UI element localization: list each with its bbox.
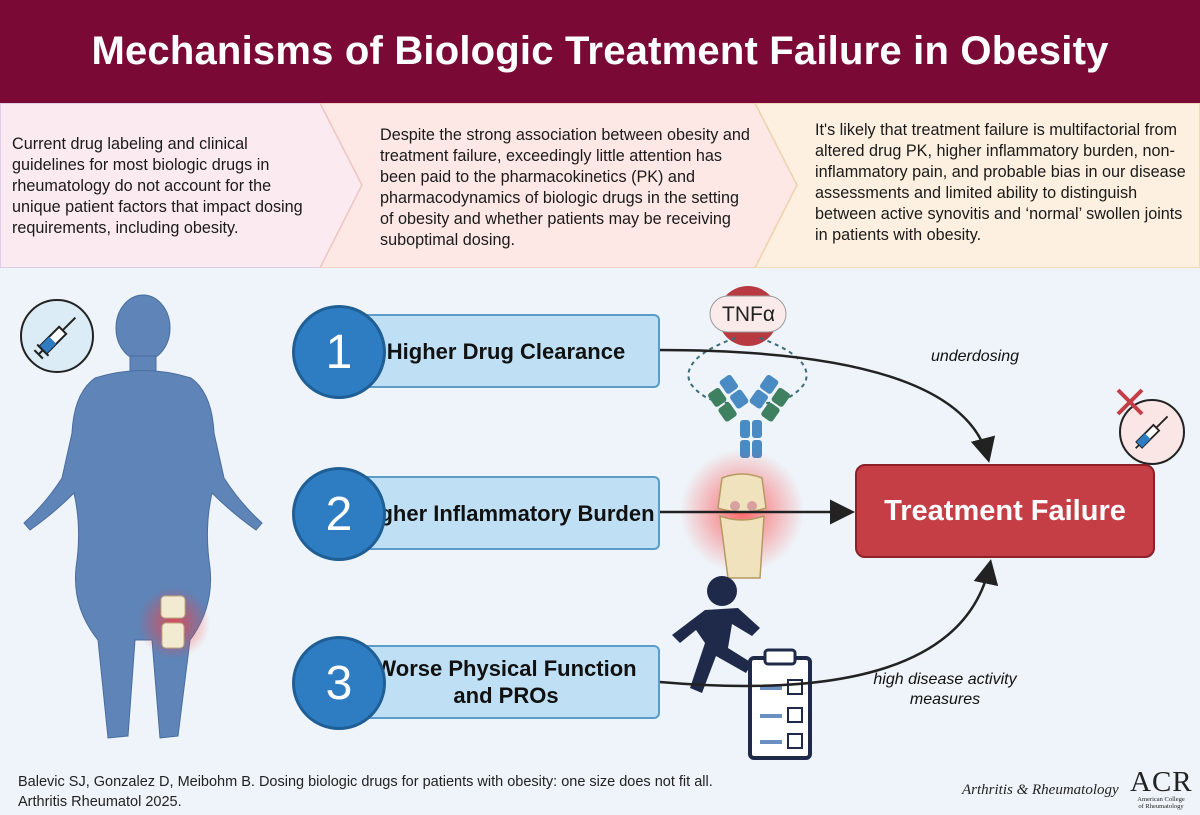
arrow-label-underdosing: underdosing (930, 348, 1020, 365)
step-number-1: 1 (292, 305, 386, 399)
knee-joint-icon (717, 473, 767, 579)
treatment-failure-box: Treatment Failure (855, 464, 1155, 558)
intro-text-multifactorial: It's likely that treatment failure is mu… (815, 121, 1186, 244)
journal-logo: Arthritis & Rheumatology (962, 782, 1119, 798)
antibody-icon (708, 374, 790, 458)
syringe-icon (20, 299, 94, 373)
step-label-3: Worse Physical Function and PROs (352, 645, 660, 719)
title-banner: Mechanisms of Biologic Treatment Failure… (0, 0, 1200, 103)
mechanism-diagram: TNFα Higher Drug Clearance 1 Higher Infl… (0, 268, 1200, 768)
intro-panels: Current drug labeling and clinical guide… (0, 103, 1200, 268)
tnf-alpha-icon (709, 286, 787, 346)
human-figure-icon (23, 294, 263, 739)
tnf-alpha-label: TNFα (722, 303, 775, 326)
syringe-crossed-icon (1116, 388, 1185, 465)
acr-logo-text: ACR (1130, 766, 1193, 798)
step-label-2: Higher Inflammatory Burden (352, 476, 660, 550)
arrow-disease-activity (659, 559, 999, 688)
page-title: Mechanisms of Biologic Treatment Failure… (91, 29, 1109, 73)
citation-line-2: Arthritis Rheumatol 2025. (18, 794, 182, 810)
acr-logo: ACR American College of Rheumatology (1130, 766, 1193, 811)
knee-joint-small-icon (160, 595, 186, 649)
acr-name-line-1: American College (1137, 796, 1185, 803)
running-person-icon (672, 576, 760, 693)
step-label-1: Higher Drug Clearance (352, 314, 660, 388)
intro-chevrons (0, 103, 1200, 268)
intro-text-labeling: Current drug labeling and clinical guide… (12, 135, 303, 237)
citation: Balevic SJ, Gonzalez D, Meibohm B. Dosin… (18, 772, 713, 812)
citation-line-1: Balevic SJ, Gonzalez D, Meibohm B. Dosin… (18, 774, 713, 790)
acr-name-line-2: of Rheumatology (1138, 803, 1184, 810)
step-number-2: 2 (292, 467, 386, 561)
binding-dashes (687, 337, 808, 404)
arrow-label-disease-activity: high disease activity measures (873, 671, 1017, 708)
clipboard-checklist-icon (748, 648, 812, 760)
arrow-underdosing (657, 348, 996, 463)
step-number-3: 3 (292, 636, 386, 730)
intro-text-pk: Despite the strong association between o… (380, 126, 750, 249)
diagram-graphics (20, 286, 1185, 760)
